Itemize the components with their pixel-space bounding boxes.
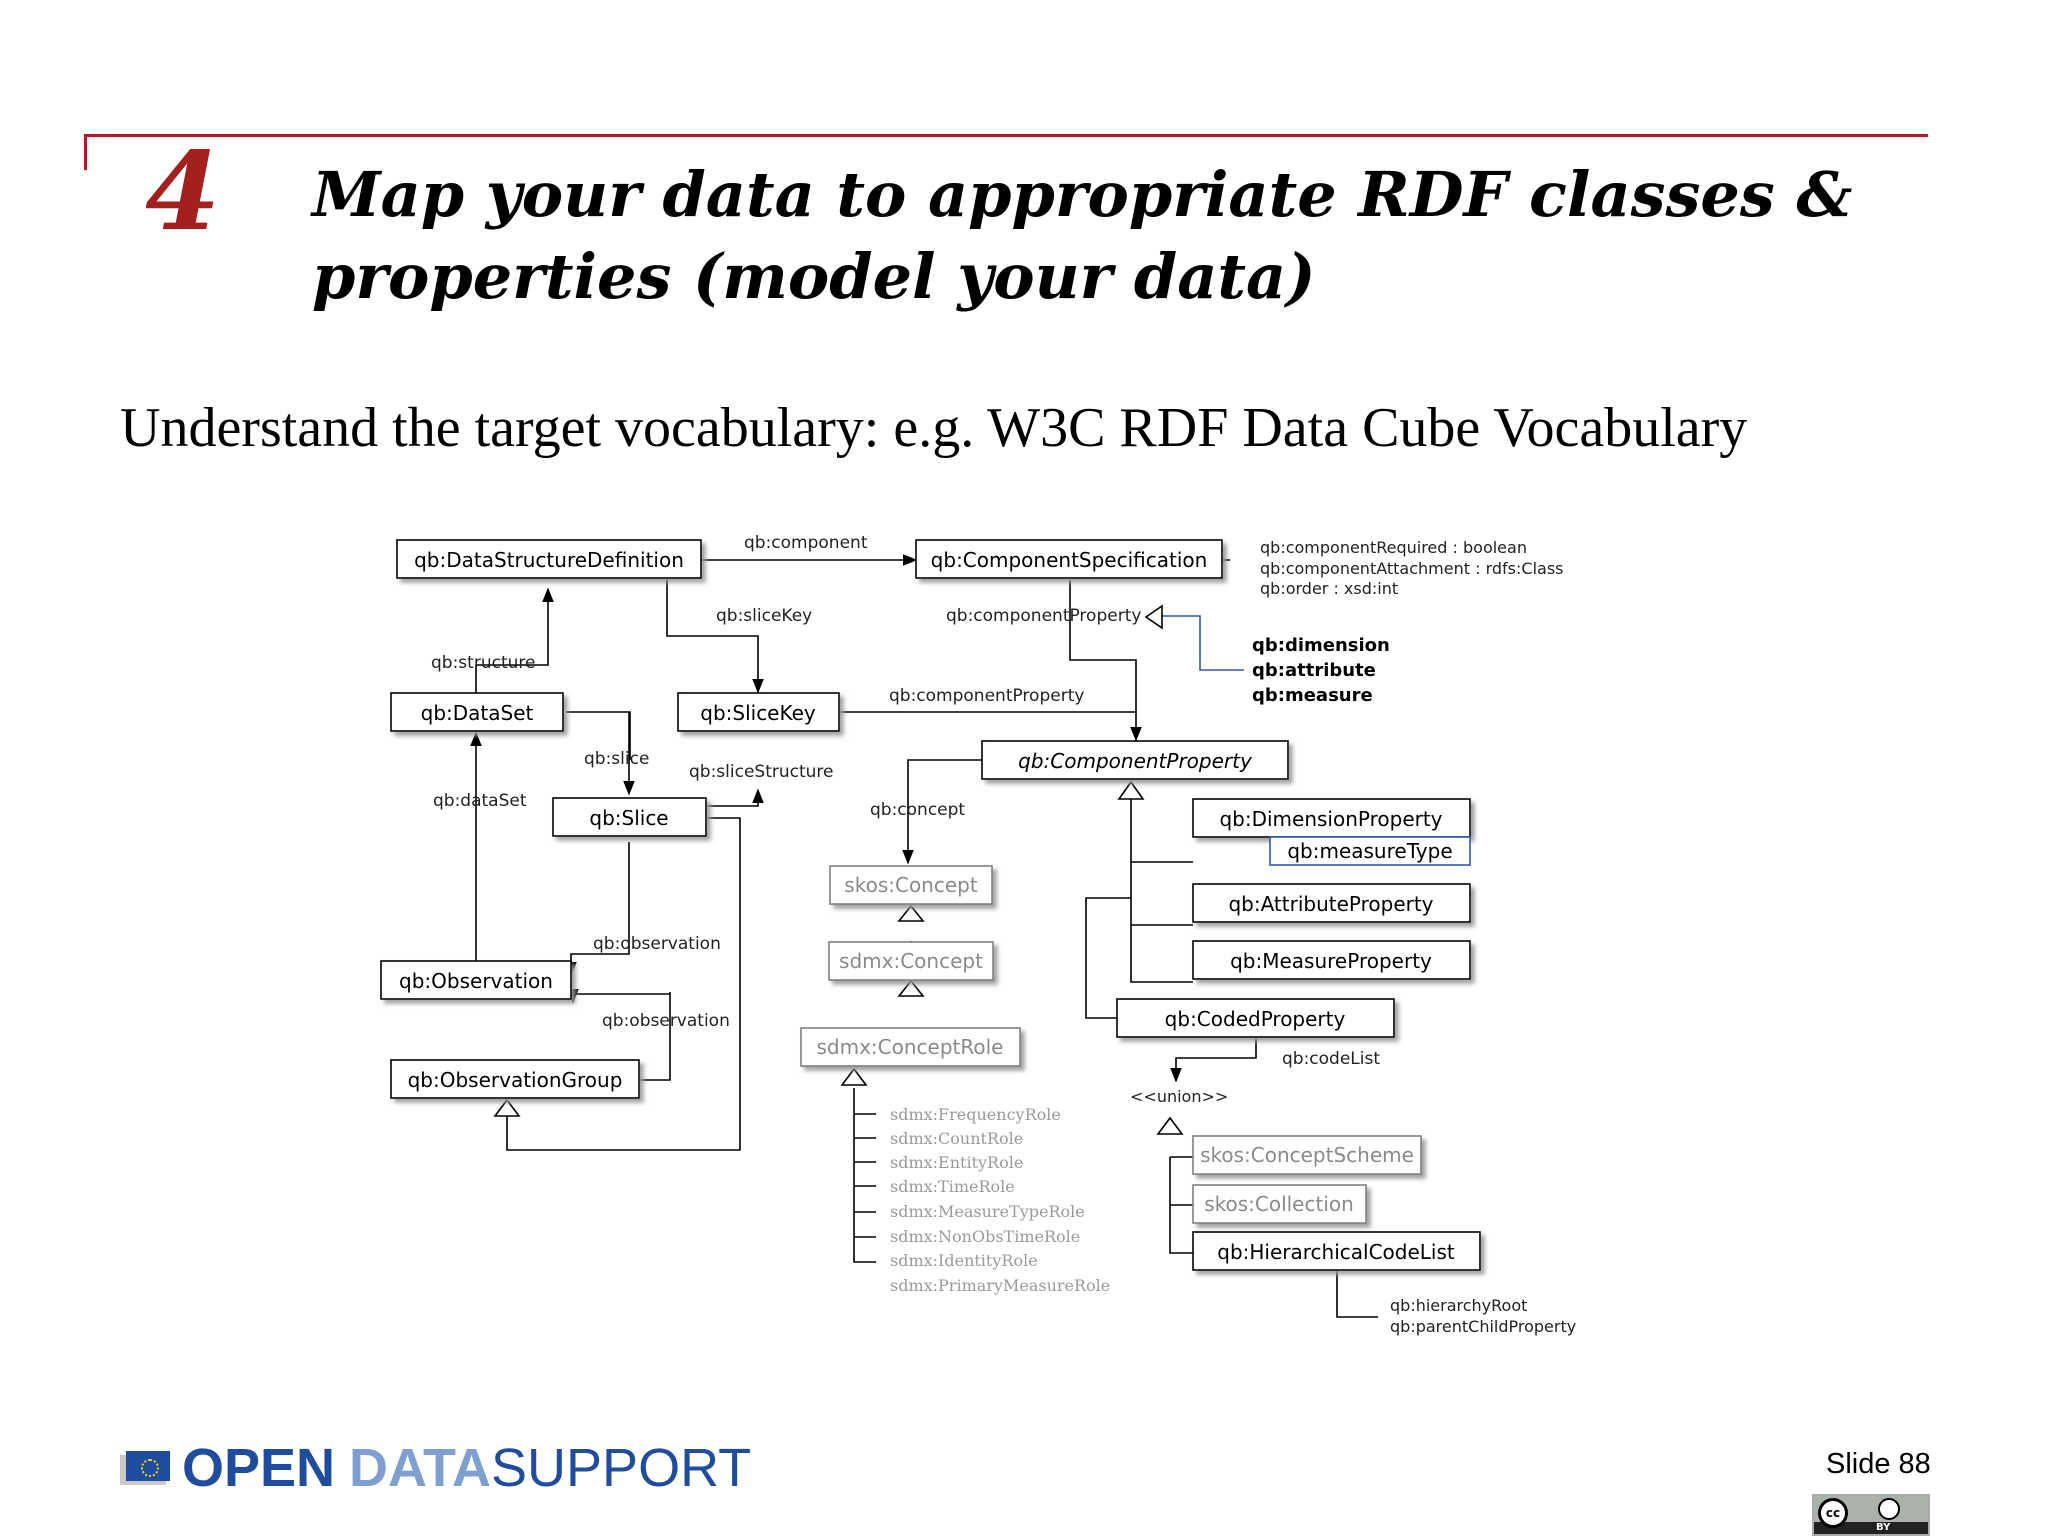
class-label: qb:ComponentProperty bbox=[1018, 749, 1253, 773]
class-sdmx-concept-role: sdmx:ConceptRole bbox=[800, 1027, 1021, 1067]
edge-label-union: <<union>> bbox=[1130, 1087, 1228, 1106]
class-label: skos:Collection bbox=[1204, 1192, 1354, 1216]
class-observation-group: qb:ObservationGroup bbox=[390, 1059, 640, 1099]
component-subproperties: qb:dimension qb:attribute qb:measure bbox=[1252, 635, 1390, 706]
spec-attribute: qb:order : xsd:int bbox=[1260, 579, 1398, 598]
class-measure-type: qb:measureType bbox=[1269, 836, 1471, 866]
uml-classes: qb:DataStructureDefinition qb:ComponentS… bbox=[380, 539, 1481, 1271]
concept-role-item: sdmx:PrimaryMeasureRole bbox=[890, 1276, 1110, 1295]
concept-role-item: sdmx:TimeRole bbox=[890, 1177, 1015, 1196]
slide-number: Slide 88 bbox=[1826, 1448, 1931, 1480]
class-dimension-property: qb:DimensionProperty bbox=[1192, 798, 1471, 838]
slide-title-line-1: Map your data to appropriate RDF classes… bbox=[312, 158, 1853, 231]
edge-label-code-list: qb:codeList bbox=[1282, 1049, 1380, 1069]
concept-role-item: sdmx:FrequencyRole bbox=[890, 1105, 1061, 1124]
edge-label-observation-2: qb:observation bbox=[602, 1011, 730, 1031]
class-label: qb:DataSet bbox=[421, 701, 534, 725]
class-label: qb:ComponentSpecification bbox=[931, 548, 1208, 572]
class-observation: qb:Observation bbox=[380, 960, 572, 1000]
logo-word-data: DATA bbox=[349, 1438, 492, 1498]
slide-title: Map your data to appropriate RDF classes… bbox=[312, 154, 1932, 318]
title-rule-tick bbox=[84, 134, 87, 170]
class-dataset: qb:DataSet bbox=[390, 692, 564, 732]
edge-label-observation-1: qb:observation bbox=[593, 934, 721, 954]
logo-word-open: OPEN bbox=[182, 1438, 336, 1498]
cc-by-license-icon: cc BY bbox=[1812, 1494, 1930, 1536]
slide-subtitle: Understand the target vocabulary: e.g. W… bbox=[120, 397, 1748, 459]
by-label: BY bbox=[1876, 1522, 1891, 1533]
class-component-property: qb:ComponentProperty bbox=[981, 740, 1289, 780]
class-label: qb:Slice bbox=[589, 806, 668, 830]
class-label: sdmx:ConceptRole bbox=[817, 1035, 1004, 1059]
class-coded-property: qb:CodedProperty bbox=[1116, 998, 1395, 1038]
edge-label-component-property-2: qb:componentProperty bbox=[889, 686, 1084, 706]
edge-label-slice-key: qb:sliceKey bbox=[716, 606, 812, 626]
class-label: qb:DataStructureDefinition bbox=[414, 548, 684, 572]
class-label: skos:ConceptScheme bbox=[1200, 1143, 1414, 1167]
spec-attribute: qb:componentRequired : boolean bbox=[1260, 538, 1527, 557]
class-sdmx-concept: sdmx:Concept bbox=[828, 941, 994, 981]
edge-label-slice: qb:slice bbox=[584, 749, 649, 769]
class-attribute-property: qb:AttributeProperty bbox=[1192, 883, 1471, 923]
class-label: qb:MeasureProperty bbox=[1230, 949, 1432, 973]
edge-label-component-property-1: qb:componentProperty bbox=[946, 606, 1141, 626]
edge-label-dataset: qb:dataSet bbox=[433, 791, 527, 811]
cc-icon: cc bbox=[1818, 1498, 1848, 1528]
edge-label-component: qb:component bbox=[744, 533, 868, 553]
class-data-structure-definition: qb:DataStructureDefinition bbox=[396, 539, 702, 579]
subproperty-item: qb:attribute bbox=[1252, 660, 1376, 681]
class-label: qb:HierarchicalCodeList bbox=[1217, 1240, 1455, 1264]
class-label: sdmx:Concept bbox=[839, 949, 983, 973]
title-rule bbox=[84, 134, 1928, 137]
class-skos-concept-scheme: skos:ConceptScheme bbox=[1192, 1135, 1422, 1175]
edge-labels: qb:component qb:sliceKey qb:componentPro… bbox=[431, 533, 1380, 1106]
concept-role-item: sdmx:IdentityRole bbox=[890, 1251, 1038, 1270]
edge-label-structure: qb:structure bbox=[431, 653, 535, 673]
class-measure-property: qb:MeasureProperty bbox=[1192, 940, 1471, 980]
component-spec-attributes: qb:componentRequired : boolean qb:compon… bbox=[1260, 538, 1563, 598]
hierarchy-property-item: qb:parentChildProperty bbox=[1390, 1317, 1576, 1336]
concept-role-item: sdmx:NonObsTimeRole bbox=[890, 1227, 1080, 1246]
hierarchy-property-item: qb:hierarchyRoot bbox=[1390, 1296, 1527, 1315]
class-skos-collection: skos:Collection bbox=[1192, 1184, 1367, 1224]
concept-roles: sdmx:FrequencyRole sdmx:CountRole sdmx:E… bbox=[890, 1105, 1110, 1295]
concept-role-item: sdmx:MeasureTypeRole bbox=[890, 1202, 1085, 1221]
class-label: qb:measureType bbox=[1287, 839, 1452, 863]
subproperty-item: qb:measure bbox=[1252, 685, 1373, 706]
concept-role-item: sdmx:EntityRole bbox=[890, 1153, 1023, 1172]
spec-attribute: qb:componentAttachment : rdfs:Class bbox=[1260, 559, 1563, 578]
attribution-icon bbox=[1878, 1498, 1900, 1520]
subproperty-item: qb:dimension bbox=[1252, 635, 1390, 656]
class-skos-concept: skos:Concept bbox=[829, 865, 993, 905]
edge-label-concept: qb:concept bbox=[870, 800, 965, 820]
hierarchy-properties: qb:hierarchyRoot qb:parentChildProperty bbox=[1390, 1296, 1576, 1336]
class-label: qb:ObservationGroup bbox=[408, 1068, 623, 1092]
class-label: qb:DimensionProperty bbox=[1219, 807, 1442, 831]
class-label: qb:CodedProperty bbox=[1165, 1007, 1346, 1031]
class-slicekey: qb:SliceKey bbox=[677, 692, 840, 732]
class-label: skos:Concept bbox=[844, 873, 978, 897]
slide-title-line-2: properties (model your data) bbox=[312, 240, 1316, 313]
eu-flag-icon bbox=[120, 1451, 170, 1485]
class-slice: qb:Slice bbox=[552, 797, 707, 837]
step-number: 4 bbox=[145, 129, 221, 255]
edge-label-slice-structure: qb:sliceStructure bbox=[689, 762, 834, 782]
class-label: qb:AttributeProperty bbox=[1228, 892, 1433, 916]
connectors bbox=[470, 554, 1378, 1318]
class-component-specification: qb:ComponentSpecification bbox=[915, 539, 1223, 579]
generalization-arrows bbox=[493, 604, 1184, 1135]
class-hierarchical-code-list: qb:HierarchicalCodeList bbox=[1192, 1231, 1481, 1271]
class-label: qb:Observation bbox=[399, 969, 553, 993]
concept-role-item: sdmx:CountRole bbox=[890, 1129, 1023, 1148]
class-label: qb:SliceKey bbox=[700, 701, 816, 725]
logo-word-support: SUPPORT bbox=[491, 1438, 752, 1498]
